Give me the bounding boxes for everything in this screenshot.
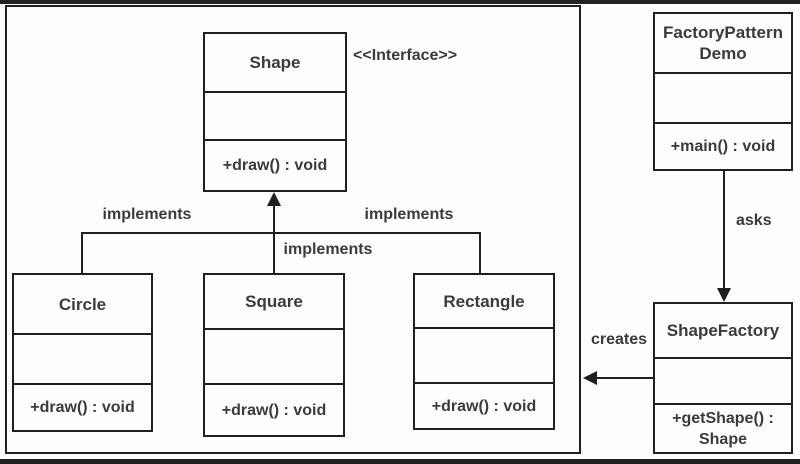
class-factory-pattern-demo-name: FactoryPattern Demo	[655, 14, 791, 72]
implements-circle-line	[81, 232, 83, 273]
class-shape-factory: ShapeFactory +getShape() : Shape	[653, 302, 793, 454]
class-rectangle: Rectangle +draw() : void	[413, 273, 555, 430]
implements-center-label: implements	[283, 241, 373, 258]
interface-stereotype-label: <<Interface>>	[353, 47, 458, 64]
class-circle-method: +draw() : void	[14, 383, 151, 430]
class-square-name: Square	[245, 292, 303, 311]
creates-label: creates	[590, 331, 648, 348]
class-factory-pattern-demo-name-line2: Demo	[699, 44, 747, 63]
creates-arrowhead-icon	[583, 371, 597, 385]
class-shape-attributes	[205, 91, 345, 139]
class-shape-factory-name: ShapeFactory	[666, 321, 780, 340]
class-factory-pattern-demo-name-line1: FactoryPattern	[663, 23, 783, 42]
implements-arrowhead-icon	[267, 192, 281, 206]
class-factory-pattern-demo-method: +main() : void	[655, 122, 791, 169]
class-circle: Circle +draw() : void	[12, 273, 153, 432]
asks-arrowhead-icon	[717, 288, 731, 302]
top-border-bar	[0, 0, 800, 4]
class-rectangle-attributes	[415, 327, 553, 382]
class-shape-factory-attributes	[655, 357, 791, 403]
creates-line	[594, 377, 653, 379]
class-rectangle-method: +draw() : void	[415, 382, 553, 428]
system-boundary-box	[5, 5, 581, 454]
asks-line	[723, 171, 725, 293]
class-square-method: +draw() : void	[205, 383, 343, 435]
implements-left-label: implements	[102, 206, 192, 223]
implements-rectangle-line	[479, 232, 481, 273]
bottom-border-bar	[0, 459, 800, 464]
class-shape-factory-method-line1: +getShape() :	[672, 409, 774, 427]
class-circle-name: Circle	[58, 294, 107, 314]
implements-bus-line	[81, 232, 481, 234]
class-shape-name: Shape	[249, 53, 301, 72]
class-shape: Shape +draw() : void	[203, 32, 347, 192]
class-shape-method: +draw() : void	[205, 139, 345, 190]
class-square: Square +draw() : void	[203, 273, 345, 437]
implements-right-label: implements	[364, 206, 454, 223]
class-circle-attributes	[14, 333, 151, 383]
asks-label: asks	[736, 212, 772, 229]
class-rectangle-name: Rectangle	[443, 291, 525, 311]
class-factory-pattern-demo: FactoryPattern Demo +main() : void	[653, 12, 793, 171]
class-shape-factory-method: +getShape() : Shape	[655, 403, 791, 452]
class-square-attributes	[205, 328, 343, 383]
class-shape-factory-method-line2: Shape	[698, 430, 747, 448]
class-factory-pattern-demo-attributes	[655, 72, 791, 122]
